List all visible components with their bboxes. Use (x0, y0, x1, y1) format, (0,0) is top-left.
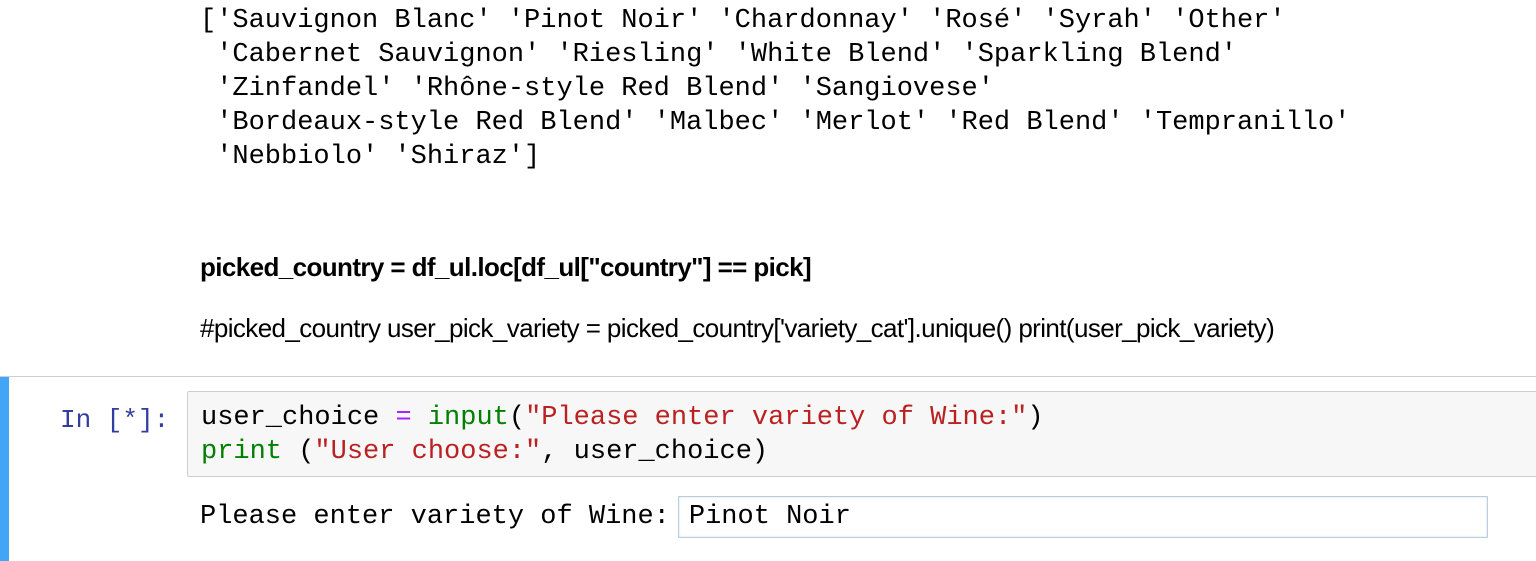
code-operator: = (395, 403, 412, 433)
stdin-row: Please enter variety of Wine: (200, 495, 1488, 539)
markdown-heading: picked_country = df_ul.loc[df_ul["countr… (200, 252, 812, 282)
code-builtin-input: input (427, 403, 509, 433)
code-paren: ) (1027, 403, 1044, 433)
code-var: user_choice (201, 403, 396, 433)
code-string: "Please enter variety of Wine:" (525, 403, 1028, 433)
variety-list-output: ['Sauvignon Blanc' 'Pinot Noir' 'Chardon… (200, 4, 1520, 174)
code-rest: , user_choice) (541, 437, 769, 467)
code-paren: ( (282, 437, 315, 467)
output-line: 'Zinfandel' 'Rhône-style Red Blend' 'San… (200, 74, 994, 104)
code-space (412, 403, 428, 433)
output-line: ['Sauvignon Blanc' 'Pinot Noir' 'Chardon… (200, 6, 1286, 36)
cell-output-area: ['Sauvignon Blanc' 'Pinot Noir' 'Chardon… (200, 4, 1520, 174)
output-line: 'Bordeaux-style Red Blend' 'Malbec' 'Mer… (200, 108, 1351, 138)
selected-code-cell[interactable]: In [*]: user_choice = input("Please ente… (0, 376, 1536, 561)
code-string: "User choose:" (314, 437, 542, 467)
stdin-prompt-label: Please enter variety of Wine: (200, 502, 670, 532)
code-text[interactable]: user_choice = input("Please enter variet… (201, 401, 1044, 469)
output-line: 'Cabernet Sauvignon' 'Riesling' 'White B… (200, 40, 1237, 70)
code-builtin-print: print (201, 437, 283, 467)
markdown-paragraph: #picked_country user_pick_variety = pick… (200, 313, 1275, 343)
selected-cell-indicator (0, 377, 9, 561)
code-paren: ( (508, 403, 526, 433)
input-prompt: In [*]: (60, 405, 170, 435)
code-editor[interactable]: user_choice = input("Please enter variet… (187, 391, 1536, 477)
output-line: 'Nebbiolo' 'Shiraz'] (200, 142, 541, 172)
stdin-input[interactable] (677, 496, 1488, 538)
